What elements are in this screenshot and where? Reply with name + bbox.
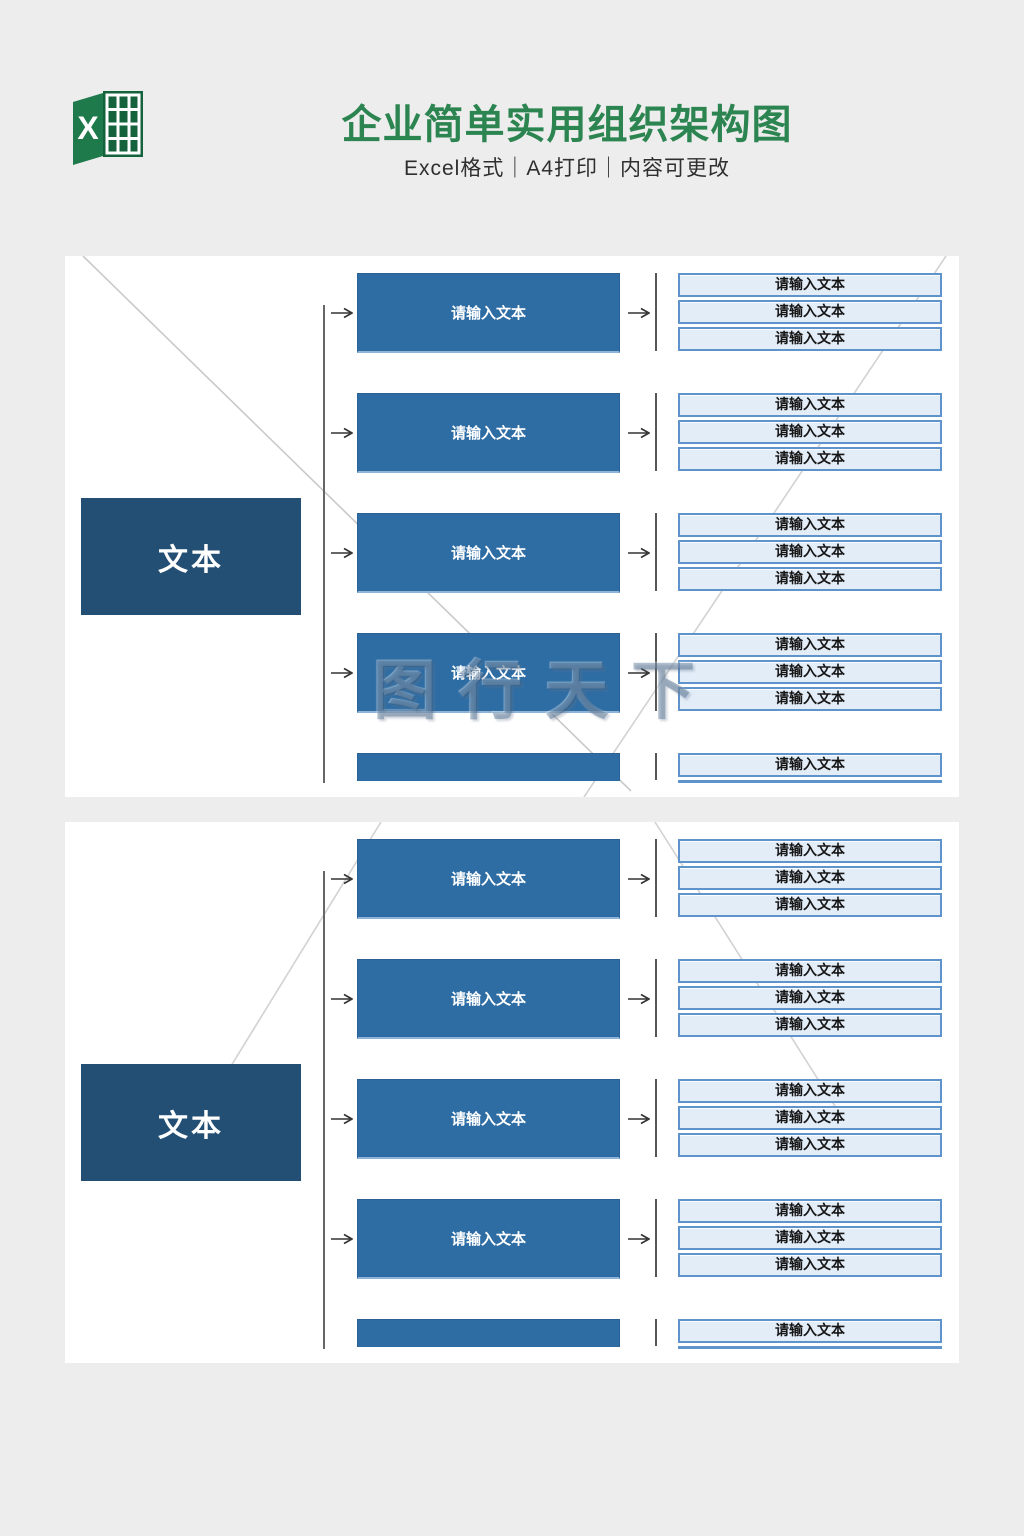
leaf-connector [655, 393, 657, 471]
sub-node: 请输入文本 [678, 1106, 942, 1130]
sub-node: 请输入文本 [678, 273, 942, 297]
arrow-right-icon [331, 667, 353, 679]
leaf-connector [655, 273, 657, 351]
arrow-right-icon [628, 873, 650, 885]
sub-node: 请输入文本 [678, 633, 942, 657]
sub-node: 请输入文本 [678, 866, 942, 890]
sub-node: 请输入文本 [678, 660, 942, 684]
leaf-group: 请输入文本 请输入文本 请输入文本 [678, 633, 942, 714]
arrow-right-icon [628, 1113, 650, 1125]
sub-node: 请输入文本 [678, 1133, 942, 1157]
org-row: 请输入文本 请输入文本 请输入文本 请输入文本 [65, 513, 959, 593]
sub-node: 请输入文本 [678, 753, 942, 777]
dept-node [357, 1319, 620, 1347]
sub-node: 请输入文本 [678, 959, 942, 983]
sub-node: 请输入文本 [678, 687, 942, 711]
org-row: 请输入文本 请输入文本 请输入文本 请输入文本 [65, 273, 959, 353]
arrow-right-icon [331, 1113, 353, 1125]
leaf-cutoff-sliver [678, 780, 942, 783]
org-chart-panel-1: 文本 请输入文本 请输入文本 请输入文本 请输入文本 请输入文本 请输入文本 请… [65, 256, 959, 797]
leaf-connector [655, 1079, 657, 1157]
sub-node: 请输入文本 [678, 893, 942, 917]
arrow-right-icon [331, 427, 353, 439]
arrow-right-icon [331, 307, 353, 319]
leaf-group: 请输入文本 请输入文本 请输入文本 [678, 1199, 942, 1280]
leaf-group: 请输入文本 请输入文本 请输入文本 [678, 393, 942, 474]
leaf-connector [655, 633, 657, 711]
leaf-group: 请输入文本 请输入文本 请输入文本 [678, 273, 942, 354]
org-row: 请输入文本 请输入文本 请输入文本 请输入文本 [65, 633, 959, 713]
sub-node: 请输入文本 [678, 447, 942, 471]
leaf-connector [655, 753, 657, 780]
trunk-connector [323, 305, 325, 783]
leaf-group: 请输入文本 [678, 1319, 942, 1349]
leaf-group: 请输入文本 [678, 753, 942, 783]
arrow-right-icon [331, 547, 353, 559]
excel-icon: X [70, 88, 146, 168]
dept-node: 请输入文本 [357, 513, 620, 593]
sub-node: 请输入文本 [678, 1199, 942, 1223]
arrow-right-icon [628, 307, 650, 319]
sub-node: 请输入文本 [678, 1079, 942, 1103]
sub-node: 请输入文本 [678, 327, 942, 351]
dept-node: 请输入文本 [357, 633, 620, 713]
org-row: 请输入文本 请输入文本 请输入文本 请输入文本 [65, 393, 959, 473]
sub-node: 请输入文本 [678, 839, 942, 863]
dept-node: 请输入文本 [357, 273, 620, 353]
org-row: 请输入文本 请输入文本 请输入文本 请输入文本 [65, 839, 959, 919]
sub-node: 请输入文本 [678, 1226, 942, 1250]
arrow-right-icon [628, 547, 650, 559]
sub-node: 请输入文本 [678, 300, 942, 324]
dept-node: 请输入文本 [357, 839, 620, 919]
arrow-right-icon [628, 667, 650, 679]
leaf-group: 请输入文本 请输入文本 请输入文本 [678, 959, 942, 1040]
arrow-right-icon [331, 993, 353, 1005]
org-row: 请输入文本 请输入文本 请输入文本 请输入文本 [65, 1079, 959, 1159]
arrow-right-icon [331, 873, 353, 885]
sub-node: 请输入文本 [678, 420, 942, 444]
excel-cover-icon [73, 93, 103, 165]
dept-node: 请输入文本 [357, 1079, 620, 1159]
org-row-partial: 请输入文本 [65, 753, 959, 797]
arrow-right-icon [628, 993, 650, 1005]
leaf-connector [655, 839, 657, 917]
page-title: 企业简单实用组织架构图 [341, 103, 793, 147]
dept-node [357, 753, 620, 781]
dept-node: 请输入文本 [357, 1199, 620, 1279]
sub-node: 请输入文本 [678, 513, 942, 537]
dept-node: 请输入文本 [357, 959, 620, 1039]
arrow-right-icon [331, 1233, 353, 1245]
leaf-connector [655, 1319, 657, 1346]
leaf-connector [655, 513, 657, 591]
org-row: 请输入文本 请输入文本 请输入文本 请输入文本 [65, 959, 959, 1039]
sub-node: 请输入文本 [678, 986, 942, 1010]
sub-node: 请输入文本 [678, 1253, 942, 1277]
root-node: 文本 [81, 498, 301, 615]
leaf-group: 请输入文本 请输入文本 请输入文本 [678, 513, 942, 594]
org-chart-panel-2: 文本 请输入文本 请输入文本 请输入文本 请输入文本 请输入文本 请输入文本 请… [65, 822, 959, 1363]
leaf-group: 请输入文本 请输入文本 请输入文本 [678, 839, 942, 920]
svg-text:X: X [77, 110, 99, 146]
leaf-connector [655, 1199, 657, 1277]
leaf-connector [655, 959, 657, 1037]
org-row-partial: 请输入文本 [65, 1319, 959, 1363]
page-subtitle: Excel格式｜A4打印｜内容可更改 [403, 157, 731, 180]
leaf-group: 请输入文本 请输入文本 请输入文本 [678, 1079, 942, 1160]
sub-node: 请输入文本 [678, 1319, 942, 1343]
sub-node: 请输入文本 [678, 1013, 942, 1037]
org-row: 请输入文本 请输入文本 请输入文本 请输入文本 [65, 1199, 959, 1279]
trunk-connector [323, 871, 325, 1349]
root-node: 文本 [81, 1064, 301, 1181]
leaf-cutoff-sliver [678, 1346, 942, 1349]
arrow-right-icon [628, 1233, 650, 1245]
sub-node: 请输入文本 [678, 393, 942, 417]
sub-node: 请输入文本 [678, 540, 942, 564]
sub-node: 请输入文本 [678, 567, 942, 591]
dept-node: 请输入文本 [357, 393, 620, 473]
arrow-right-icon [628, 427, 650, 439]
